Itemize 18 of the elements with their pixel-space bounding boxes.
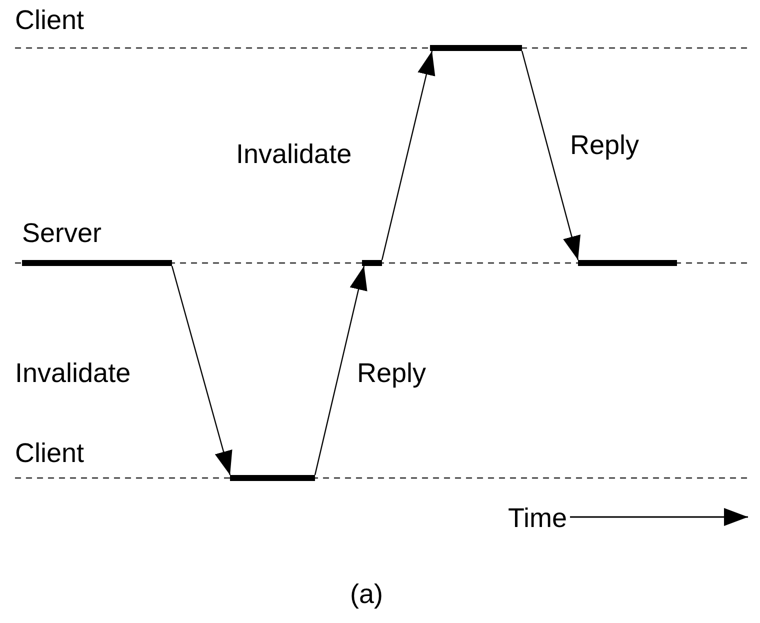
process-name: Server: [22, 217, 102, 249]
activation-bar: [362, 260, 382, 266]
edge-label: Reply: [570, 129, 640, 161]
activation-bar: [22, 260, 172, 266]
axis-label: Time: [508, 502, 567, 534]
activation-bar: [430, 45, 522, 51]
edge-label: Invalidate: [15, 357, 131, 389]
edge-label: Reply: [357, 357, 426, 389]
process-name: Client: [15, 437, 84, 469]
edge-label: Invalidate: [236, 138, 352, 170]
caption: (a): [350, 578, 383, 610]
arrow: [171, 266, 232, 476]
activation-bar: [578, 260, 677, 266]
arrow: [521, 50, 580, 260]
arrow: [381, 50, 436, 260]
arrow: [314, 266, 368, 476]
activation-bar: [230, 475, 315, 481]
process-name: Client: [15, 4, 84, 36]
